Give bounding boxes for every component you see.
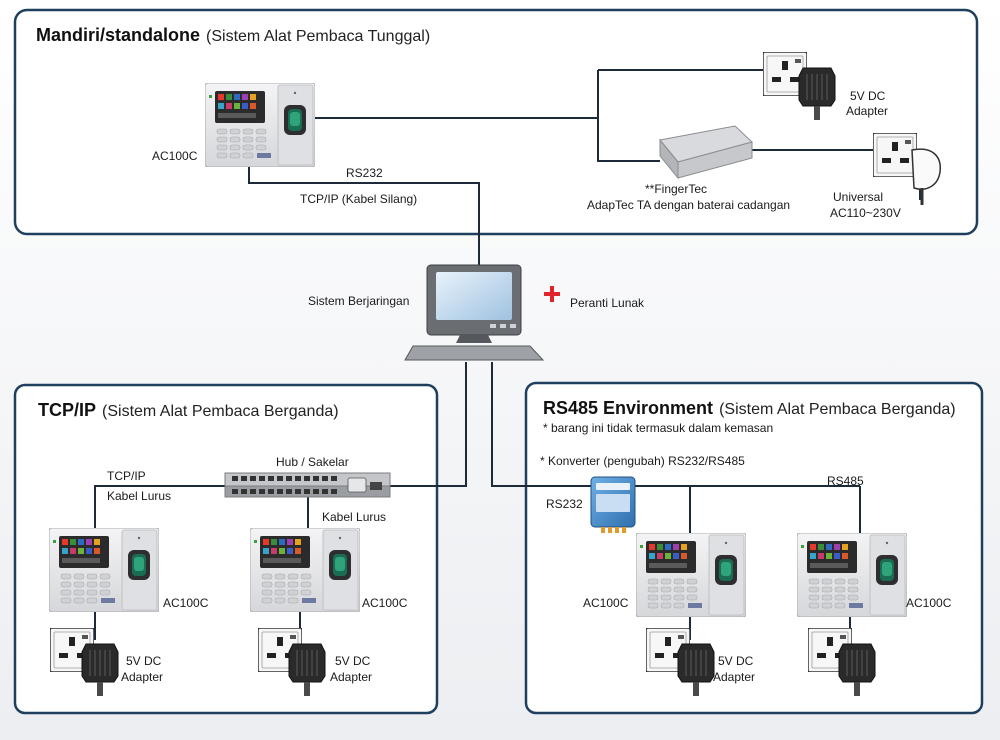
tcpip-device-1	[49, 528, 159, 612]
wire-power-branch	[597, 70, 660, 162]
wire-hub-to-device1	[94, 485, 225, 530]
rs485-device-label-2: AC100C	[906, 596, 952, 610]
wall-socket-icon	[873, 133, 917, 177]
hub-label: Hub / Sakelar	[276, 455, 349, 469]
rs485-device-2	[797, 533, 907, 617]
rs232-converter-label: RS232	[546, 497, 583, 511]
tcpip-device-2	[250, 528, 360, 612]
adaptec-label-line2: AdapTec TA dengan baterai cadangan	[587, 198, 790, 212]
universal-line1: Universal	[833, 190, 883, 204]
rs485-note: * barang ini tidak termasuk dalam kemasa…	[543, 421, 773, 435]
rs485-panel	[524, 381, 984, 715]
plus-icon	[544, 286, 560, 302]
rs232-label: RS232	[346, 166, 383, 180]
wire-pc-to-hub	[390, 362, 467, 487]
rs485-adapter-line2: Adapter	[713, 670, 755, 684]
software-label: Peranti Lunak	[570, 296, 645, 310]
adaptec-label-line1: **FingerTec	[645, 182, 707, 196]
converter-label: * Konverter (pengubah) RS232/RS485	[540, 454, 745, 468]
straight-cable-label-1: Kabel Lurus	[107, 489, 171, 503]
tcpip-device-label-2: AC100C	[362, 596, 408, 610]
universal-line2: AC110~230V	[830, 206, 901, 220]
tcpip-title: TCP/IP(Sistem Alat Pembaca Berganda)	[38, 400, 339, 420]
crossover-cable-label: TCP/IP (Kabel Silang)	[300, 192, 417, 206]
standalone-device-label: AC100C	[152, 149, 198, 163]
computer-icon	[404, 264, 545, 361]
network-system-label: Sistem Berjaringan	[308, 294, 409, 308]
standalone-title: Mandiri/standalone(Sistem Alat Pembaca T…	[36, 25, 430, 45]
converter-icon	[590, 476, 636, 533]
standalone-adapter-line1: 5V DC	[850, 89, 886, 103]
rs485-title: RS485 Environment(Sistem Alat Pembaca Be…	[543, 398, 956, 418]
tcpip-adapter1-line1: 5V DC	[126, 654, 162, 668]
tcpip-adapter2-line1: 5V DC	[335, 654, 371, 668]
tcpip-adapter1-line2: Adapter	[121, 670, 163, 684]
tcpip-panel	[13, 383, 439, 715]
rs485-device-1	[636, 533, 746, 617]
rs485-adapter-line1: 5V DC	[718, 654, 754, 668]
wire-pc-to-converter	[491, 362, 860, 487]
tcpip-cable-label: TCP/IP	[107, 469, 146, 483]
rs485-label: RS485	[827, 474, 864, 488]
standalone-panel	[13, 8, 979, 236]
hub-switch-icon	[224, 472, 391, 498]
standalone-device	[205, 83, 315, 167]
tcpip-adapter2-line2: Adapter	[330, 670, 372, 684]
straight-cable-label-2: Kabel Lurus	[322, 510, 386, 524]
adaptec-unit	[659, 125, 753, 180]
tcpip-device-label-1: AC100C	[163, 596, 209, 610]
rs485-device-label-1: AC100C	[583, 596, 629, 610]
wire-standalone-to-pc	[248, 163, 480, 265]
universal-plug-icon	[911, 148, 941, 205]
standalone-adapter-line2: Adapter	[846, 104, 888, 118]
